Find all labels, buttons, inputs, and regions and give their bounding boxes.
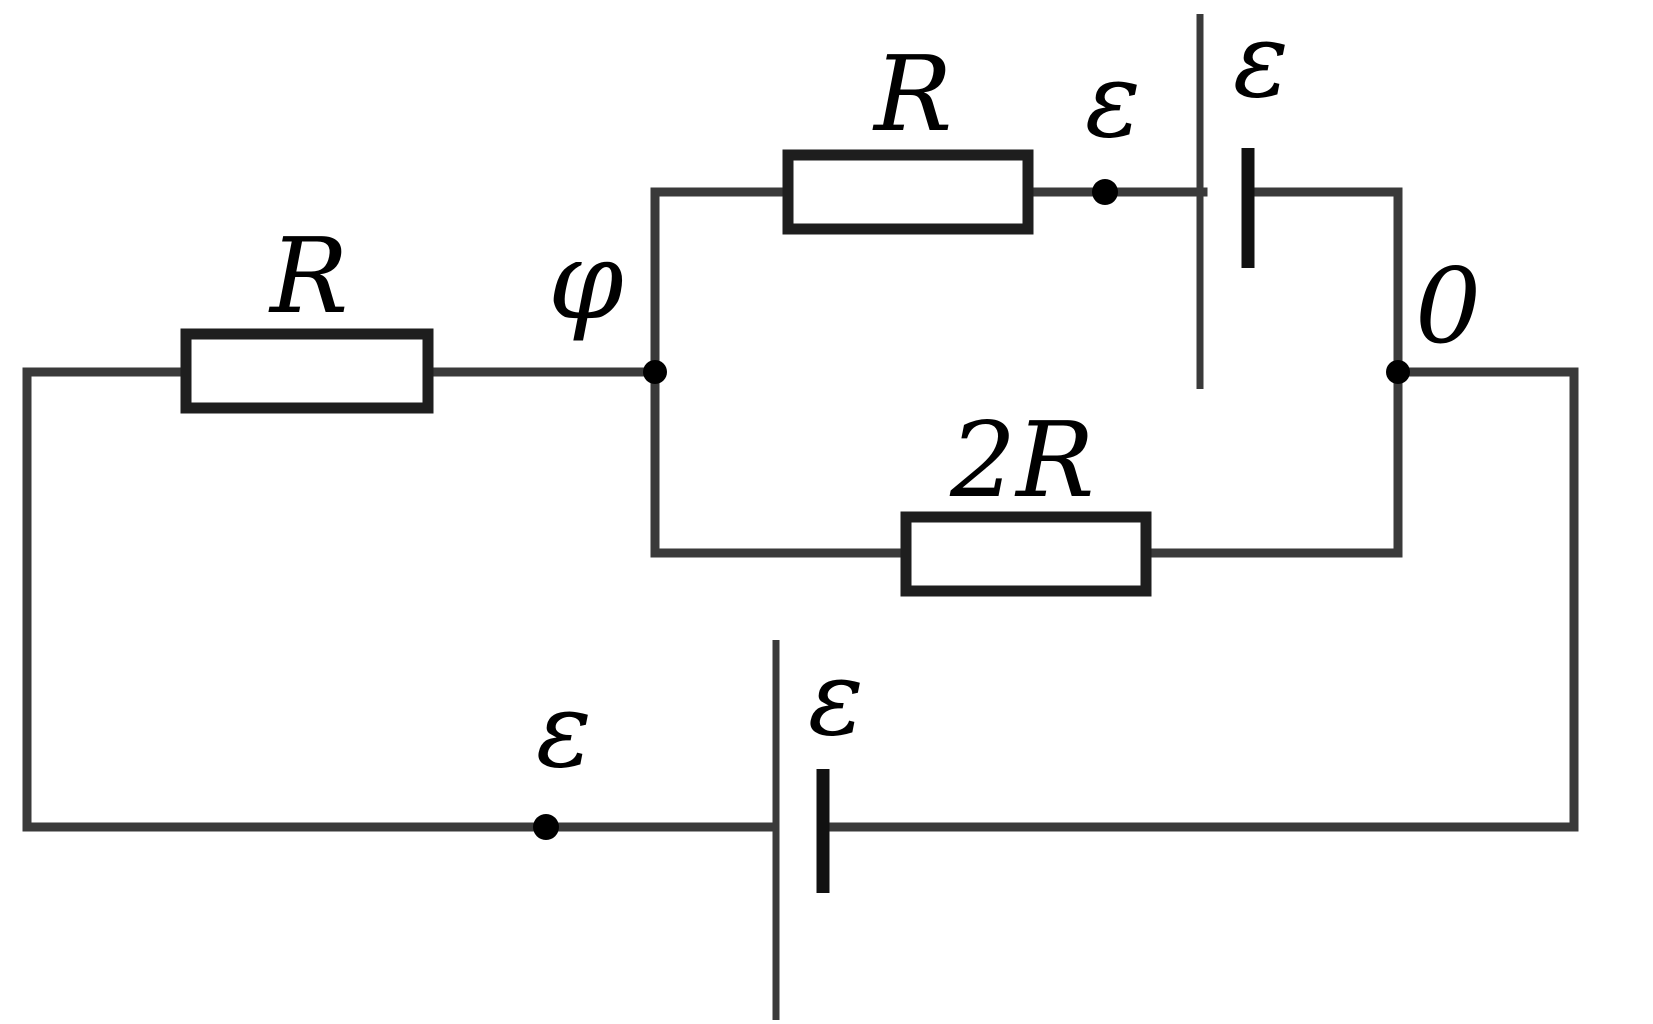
label-r-bottom: 2R [949, 399, 1094, 521]
top-terminal-dot [1092, 179, 1118, 205]
wire-phi-branch [650, 187, 909, 558]
wire-top-battery-to-zero [1140, 187, 1403, 558]
label-node-phi: φ [548, 219, 624, 344]
resistor-top [782, 149, 1034, 235]
wire-left-outer [22, 367, 776, 832]
battery-top [1196, 14, 1255, 389]
node-phi [643, 360, 667, 384]
label-top-terminal-emf: ε [1085, 39, 1141, 161]
battery-bottom [772, 640, 830, 1020]
label-top-battery-emf: ε [1233, 0, 1289, 121]
label-bottom-battery-emf: ε [808, 637, 864, 759]
label-node-zero: 0 [1415, 245, 1481, 367]
label-r-left: R [268, 215, 348, 337]
node-zero [1386, 360, 1410, 384]
resistor-bottom [900, 511, 1152, 597]
bottom-terminal-dot [533, 814, 559, 840]
label-r-top: R [872, 33, 952, 155]
label-bottom-terminal-emf: ε [536, 669, 592, 791]
resistor-left [180, 328, 434, 414]
wires [22, 187, 1579, 832]
wire-right-outer [818, 367, 1579, 832]
